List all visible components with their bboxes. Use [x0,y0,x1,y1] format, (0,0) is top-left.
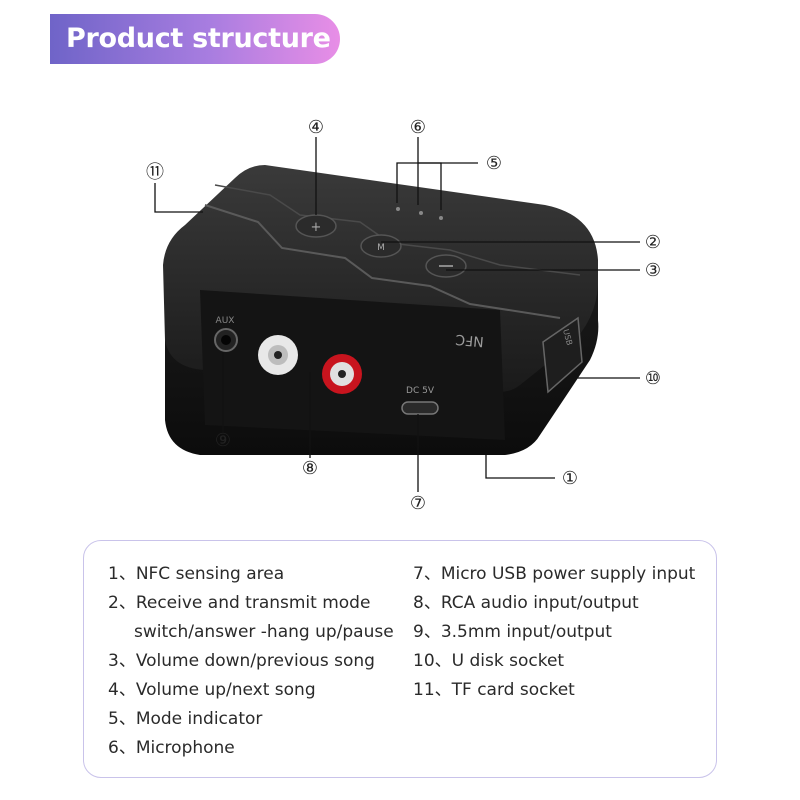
svg-text:+: + [311,220,322,235]
mode-button: M [360,234,402,258]
legend-item-4: 4、Volume up/next song [108,680,316,700]
callout-5: ⑤ [486,153,502,174]
usb-socket-icon [542,316,583,394]
usb-label: USB [561,328,574,346]
callout-3: ③ [645,260,661,281]
aux-jack-icon [214,328,238,352]
legend-item-9: 9、3.5mm input/output [413,622,612,642]
title-banner [50,14,340,64]
aux-label: AUX [216,316,235,326]
callout-7: ⑦ [410,493,426,514]
legend-item-10: 10、U disk socket [413,651,565,671]
callout-8: ⑧ [302,458,318,479]
legend-item-1: 1、NFC sensing area [108,564,285,584]
callout-4: ④ [308,117,324,138]
dc-label: DC 5V [406,386,435,396]
callout-2: ② [645,232,661,253]
rca-red-jack-icon [322,354,362,394]
micro-usb-port-icon [401,401,439,415]
callout-10: ⑩ [645,368,661,389]
leader-lines [154,137,640,492]
product-diagram: + M NFC AUX DC 5V USB [146,117,661,514]
callout-9: ⑨ [215,430,231,451]
legend-item-8: 8、RCA audio input/output [413,593,639,613]
legend-item-2: 2、Receive and transmit mode [108,593,371,613]
callout-1: ① [562,468,578,489]
legend-item-3: 3、Volume down/previous song [108,651,375,671]
callout-6: ⑥ [410,117,426,138]
legend-box [83,540,717,778]
legend-item-11: 11、TF card socket [413,680,575,700]
svg-text:M: M [377,243,385,253]
nfc-label: NFC [455,331,485,349]
legend-item-7: 7、Micro USB power supply input [413,564,696,584]
legend-item-6: 6、Microphone [108,738,235,758]
page-title: Product structure [66,23,331,54]
legend-item-5: 5、Mode indicator [108,709,263,729]
mode-indicator-icon [396,207,443,220]
callout-11: ⑪ [146,162,164,183]
rca-white-jack-icon [258,335,298,375]
legend-item-2b: switch/answer -hang up/pause [134,622,394,642]
volume-up-button: + [295,214,337,238]
volume-down-button [425,254,467,278]
device-body [163,165,599,455]
